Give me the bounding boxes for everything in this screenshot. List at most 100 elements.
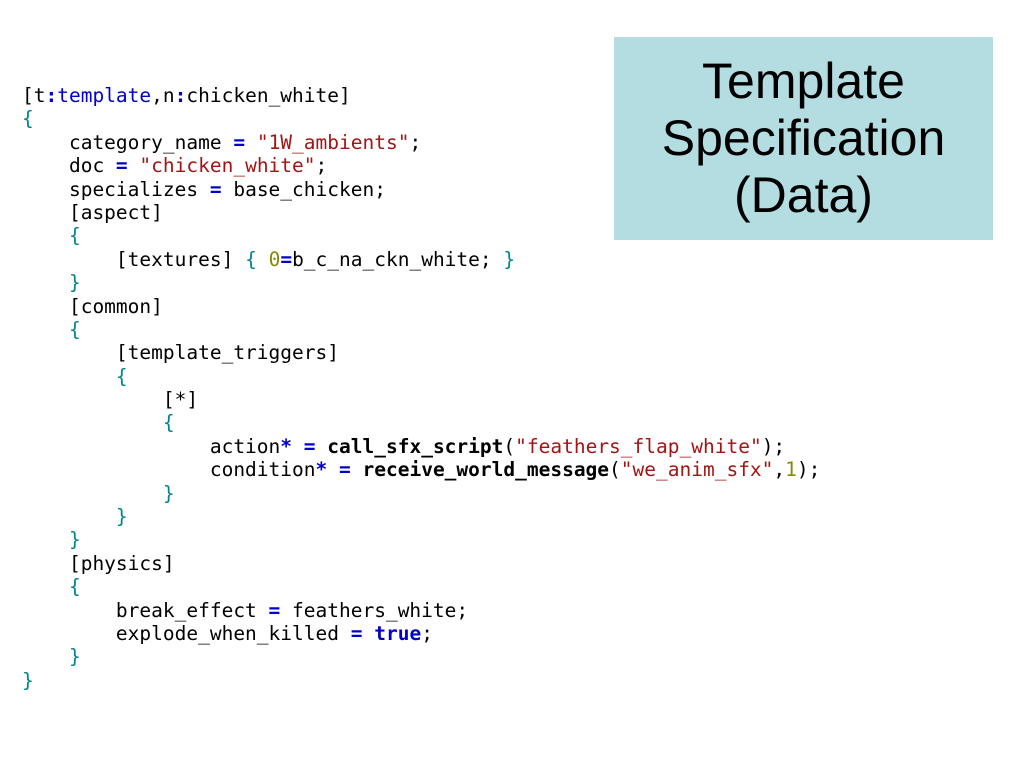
code-line: } [22, 528, 820, 551]
code-line: } [22, 669, 820, 692]
code-token: [template_triggers] [22, 341, 339, 365]
code-token: = [233, 130, 246, 154]
code-token [22, 482, 163, 505]
slide-title-line-3: (Data) [734, 167, 873, 223]
code-token: [common] [22, 294, 163, 318]
code-token [22, 645, 69, 668]
code-token: "chicken_white" [139, 154, 316, 178]
code-token [22, 318, 69, 341]
code-line: doc = "chicken_white"; [22, 154, 820, 177]
code-line: explode_when_killed = true; [22, 622, 820, 645]
code-token: = [303, 434, 316, 458]
code-line: [aspect] [22, 201, 820, 224]
code-line: } [22, 505, 820, 528]
code-token: chicken_white] [186, 84, 351, 107]
code-token: : [174, 84, 187, 107]
code-line: { [22, 575, 820, 598]
code-line: condition* = receive_world_message("we_a… [22, 458, 821, 482]
code-line: } [22, 482, 820, 505]
code-token: } [68, 271, 81, 295]
code-token: } [22, 668, 34, 692]
code-token: [textures] [22, 247, 246, 271]
code-token: { [162, 411, 175, 435]
code-token: specializes [22, 177, 210, 201]
code-token [245, 131, 257, 154]
code-token: call_sfx_script [327, 434, 504, 458]
code-token: } [68, 645, 81, 669]
code-token: category_name [22, 130, 234, 154]
code-token: ,n [151, 84, 175, 107]
code-token: = [209, 177, 222, 201]
slide-title-box: Template Specification (Data) [614, 37, 993, 240]
code-block: [t:template,n:chicken_white]{ category_n… [22, 84, 820, 692]
code-token: "feathers_flap_white" [515, 434, 762, 458]
code-line: { [22, 224, 820, 247]
code-token [362, 622, 374, 645]
code-token: ( [503, 434, 516, 458]
code-token: } [503, 247, 516, 271]
code-token [22, 271, 69, 294]
code-token: = [115, 154, 128, 178]
code-line: action* = call_sfx_script("feathers_flap… [22, 435, 820, 458]
code-token: ; [315, 154, 328, 178]
code-token: [t [22, 84, 46, 107]
code-line: [common] [22, 295, 820, 318]
code-token: { [115, 364, 128, 388]
code-line: { [22, 107, 820, 130]
code-token: b_c_na_ckn_white; [292, 247, 504, 271]
code-token: = [350, 621, 363, 645]
code-token: action [22, 434, 281, 458]
code-token: true [374, 621, 422, 645]
code-token [128, 154, 140, 177]
code-line: category_name = "1W_ambients"; [22, 131, 820, 154]
code-line: [*] [22, 388, 820, 411]
code-token: = [268, 598, 281, 622]
code-token [22, 505, 116, 528]
code-token: doc [22, 154, 116, 178]
code-line: break_effect = feathers_white; [22, 599, 820, 622]
code-line: { [22, 411, 820, 434]
code-token [257, 248, 269, 271]
code-token [22, 365, 116, 388]
code-line: { [22, 365, 820, 388]
code-token [316, 435, 328, 458]
code-token: ; [409, 130, 422, 154]
code-line: [template_triggers] [22, 341, 820, 364]
code-token: feathers_white; [280, 598, 469, 622]
code-token: { [68, 224, 81, 248]
code-line: [physics] [22, 552, 820, 575]
code-token [351, 458, 363, 481]
code-token: { [22, 107, 34, 131]
code-token [22, 411, 163, 434]
code-token: { [68, 575, 81, 599]
code-token: , [773, 458, 786, 482]
code-token: } [115, 505, 128, 529]
code-token: condition [22, 458, 316, 482]
code-token: * [280, 434, 293, 458]
code-token: receive_world_message [362, 458, 610, 482]
code-token [22, 575, 69, 598]
code-token: } [162, 481, 175, 505]
code-token: "we_anim_sfx" [620, 458, 774, 482]
code-line: specializes = base_chicken; [22, 178, 820, 201]
code-token [22, 224, 69, 247]
code-token: ); [796, 458, 821, 482]
slide-title-line-2: Specification [661, 110, 946, 166]
code-token: } [68, 528, 81, 552]
code-token: "1W_ambients" [256, 130, 410, 154]
code-token: break_effect [22, 598, 269, 622]
code-token [22, 528, 69, 551]
code-line: } [22, 645, 820, 668]
slide-title-line-1: Template [702, 53, 905, 109]
code-token: ( [609, 458, 621, 482]
code-token: * [315, 458, 328, 482]
code-token: = [339, 458, 351, 482]
code-token [292, 435, 304, 458]
code-line: [t:template,n:chicken_white] [22, 84, 820, 107]
code-token [327, 458, 339, 481]
code-token: { [245, 247, 257, 271]
code-token: [*] [22, 388, 199, 412]
code-token: 0 [268, 247, 281, 271]
code-line: } [22, 271, 820, 294]
code-token: explode_when_killed [22, 621, 351, 645]
